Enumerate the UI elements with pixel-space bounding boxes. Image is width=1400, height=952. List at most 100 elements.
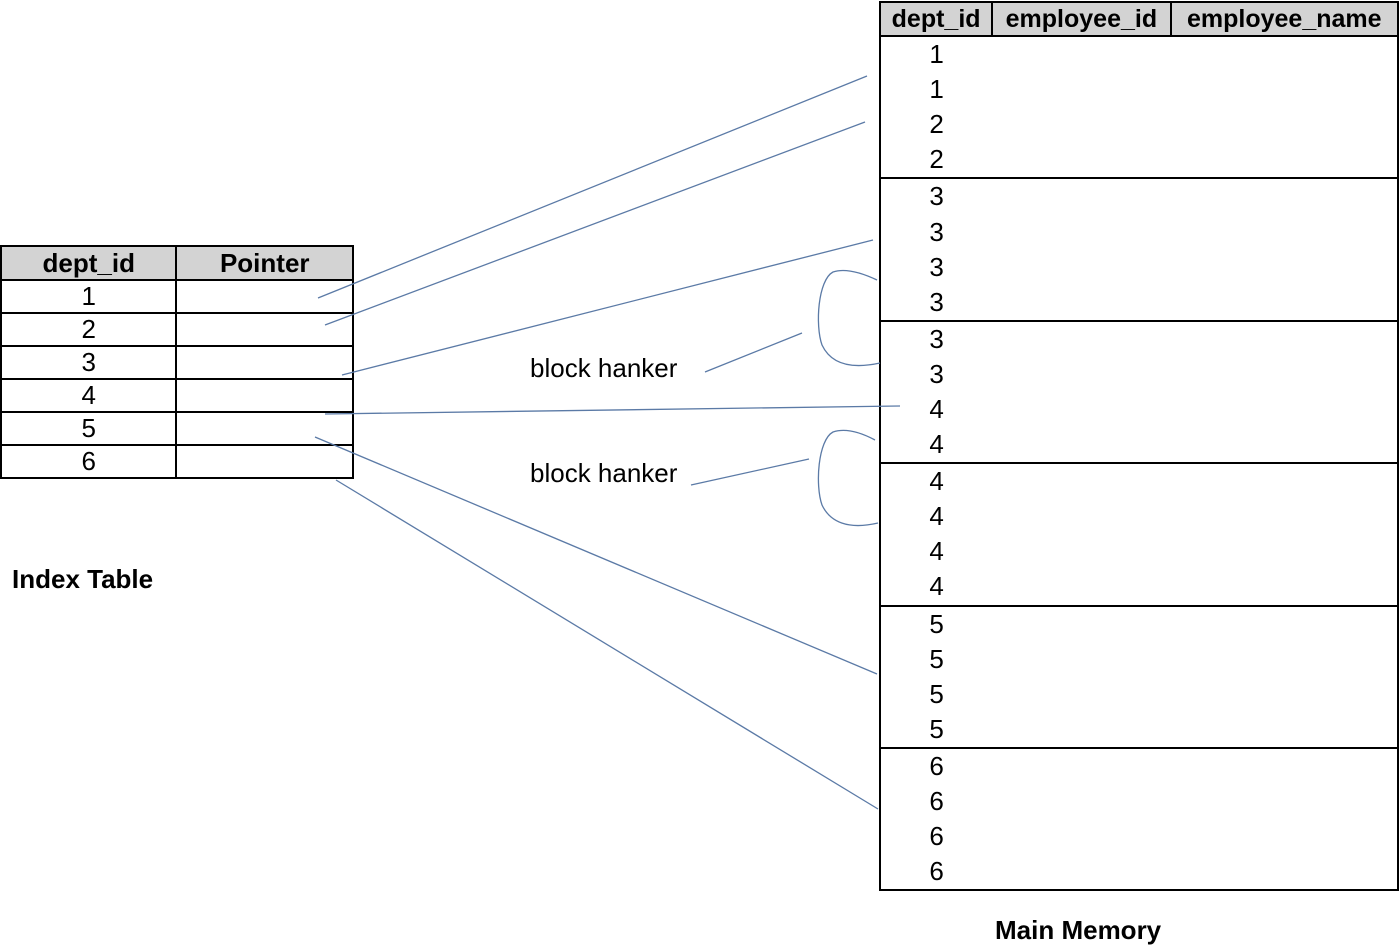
memory-cell-dept-id: 6 bbox=[878, 747, 993, 784]
block-hanker-bracket-2 bbox=[817, 429, 879, 527]
memory-cell-employee-id bbox=[992, 427, 1171, 465]
memory-cell-employee-name bbox=[1170, 72, 1400, 108]
index-table-row: 5 bbox=[0, 411, 354, 446]
memory-cell-employee-id bbox=[992, 357, 1170, 392]
block-hanker-pointer-1 bbox=[704, 332, 803, 373]
memory-cell-employee-id bbox=[992, 854, 1171, 892]
memory-cell-employee-name bbox=[1170, 142, 1400, 180]
index-table-caption: Index Table bbox=[12, 564, 154, 594]
index-cell-pointer bbox=[175, 444, 354, 479]
memory-cell-employee-id bbox=[992, 214, 1170, 249]
memory-table-row: 3 bbox=[878, 284, 1400, 322]
memory-cell-dept-id: 4 bbox=[878, 427, 993, 465]
memory-cell-employee-name bbox=[1170, 320, 1400, 357]
memory-cell-employee-name bbox=[1170, 356, 1400, 392]
memory-cell-employee-id bbox=[992, 642, 1170, 677]
memory-cell-dept-id: 2 bbox=[878, 107, 993, 143]
memory-table-row: 4 bbox=[878, 499, 1400, 535]
pointer-line-4 bbox=[324, 405, 901, 415]
index-cell-dept-id: 4 bbox=[0, 378, 178, 413]
index-table-row: 6 bbox=[0, 444, 354, 479]
memory-cell-employee-name bbox=[1170, 819, 1400, 855]
memory-cell-dept-id: 4 bbox=[878, 569, 993, 607]
memory-cell-employee-id bbox=[992, 463, 1170, 499]
memory-cell-dept-id: 3 bbox=[878, 214, 993, 250]
memory-table-row: 5 bbox=[878, 711, 1400, 749]
memory-cell-employee-name bbox=[1170, 249, 1400, 285]
memory-cell-dept-id: 5 bbox=[878, 676, 993, 712]
index-cell-dept-id: 5 bbox=[0, 411, 178, 446]
index-header-pointer: Pointer bbox=[175, 245, 354, 281]
memory-table-row: 4 bbox=[878, 427, 1400, 465]
index-cell-dept-id: 6 bbox=[0, 444, 178, 479]
memory-table-row: 2 bbox=[878, 142, 1400, 180]
memory-cell-employee-id bbox=[992, 284, 1171, 322]
memory-cell-employee-name bbox=[1170, 499, 1400, 535]
memory-cell-dept-id: 1 bbox=[878, 36, 993, 73]
memory-cell-employee-id bbox=[992, 784, 1170, 819]
memory-cell-employee-id bbox=[992, 142, 1171, 180]
index-cell-pointer bbox=[175, 312, 354, 347]
memory-header-employee-name: employee_name bbox=[1169, 1, 1400, 37]
memory-cell-employee-name bbox=[1170, 534, 1400, 570]
memory-table-row: 6 bbox=[878, 854, 1400, 892]
index-cell-pointer bbox=[175, 378, 354, 413]
memory-cell-dept-id: 3 bbox=[878, 249, 993, 285]
index-cell-pointer bbox=[175, 411, 354, 446]
memory-cell-employee-id bbox=[992, 36, 1170, 72]
memory-cell-employee-id bbox=[992, 819, 1170, 854]
memory-table-row: 6 bbox=[878, 819, 1400, 855]
memory-cell-dept-id: 6 bbox=[878, 783, 993, 820]
index-cell-dept-id: 3 bbox=[0, 345, 178, 380]
memory-cell-dept-id: 2 bbox=[878, 142, 993, 180]
memory-cell-employee-name bbox=[1170, 391, 1400, 428]
memory-table-row: 4 bbox=[878, 534, 1400, 570]
block-hanker-label-1: block hanker bbox=[530, 353, 678, 383]
memory-cell-employee-id bbox=[992, 606, 1170, 642]
memory-cell-employee-name bbox=[1170, 676, 1400, 712]
memory-header-employee-id: employee_id bbox=[991, 1, 1172, 37]
index-table-row: 3 bbox=[0, 345, 354, 380]
memory-table-row: 5 bbox=[878, 676, 1400, 712]
memory-cell-employee-id bbox=[992, 569, 1171, 607]
memory-cell-dept-id: 4 bbox=[878, 499, 993, 535]
memory-table-row: 3 bbox=[878, 214, 1400, 250]
index-cell-dept-id: 2 bbox=[0, 312, 178, 347]
index-cell-pointer bbox=[175, 279, 354, 314]
memory-table-row: 4 bbox=[878, 463, 1400, 500]
memory-cell-dept-id: 6 bbox=[878, 819, 993, 855]
index-table-row: 2 bbox=[0, 312, 354, 347]
memory-table-row: 3 bbox=[878, 249, 1400, 285]
memory-cell-employee-name bbox=[1170, 641, 1400, 677]
memory-cell-employee-id bbox=[992, 250, 1170, 285]
block-hanker-pointer-2 bbox=[690, 458, 810, 486]
memory-cell-employee-name bbox=[1170, 178, 1400, 215]
memory-cell-employee-name bbox=[1170, 214, 1400, 250]
memory-cell-employee-name bbox=[1170, 569, 1400, 607]
memory-cell-employee-name bbox=[1170, 783, 1400, 820]
memory-cell-employee-id bbox=[992, 677, 1170, 712]
block-hanker-bracket-1 bbox=[817, 269, 881, 367]
memory-cell-dept-id: 3 bbox=[878, 320, 993, 357]
memory-table-row: 3 bbox=[878, 320, 1400, 357]
memory-header-dept-id: dept_id bbox=[878, 1, 994, 37]
memory-table-row: 3 bbox=[878, 178, 1400, 215]
memory-cell-dept-id: 5 bbox=[878, 605, 993, 642]
memory-cell-employee-id bbox=[992, 72, 1170, 107]
memory-cell-employee-id bbox=[992, 534, 1170, 569]
memory-cell-employee-id bbox=[992, 499, 1170, 534]
memory-table-row: 1 bbox=[878, 72, 1400, 108]
memory-cell-employee-name bbox=[1170, 711, 1400, 749]
memory-table-row: 4 bbox=[878, 391, 1400, 428]
memory-table-row: 4 bbox=[878, 569, 1400, 607]
memory-cell-employee-id bbox=[992, 321, 1170, 357]
memory-cell-dept-id: 6 bbox=[878, 854, 993, 892]
memory-cell-dept-id: 4 bbox=[878, 534, 993, 570]
memory-cell-employee-name bbox=[1170, 107, 1400, 143]
memory-table-row: 3 bbox=[878, 356, 1400, 392]
memory-cell-employee-name bbox=[1170, 284, 1400, 322]
memory-cell-dept-id: 3 bbox=[878, 284, 993, 322]
block-hanker-label-2: block hanker bbox=[530, 458, 678, 488]
memory-cell-employee-name bbox=[1170, 463, 1400, 500]
